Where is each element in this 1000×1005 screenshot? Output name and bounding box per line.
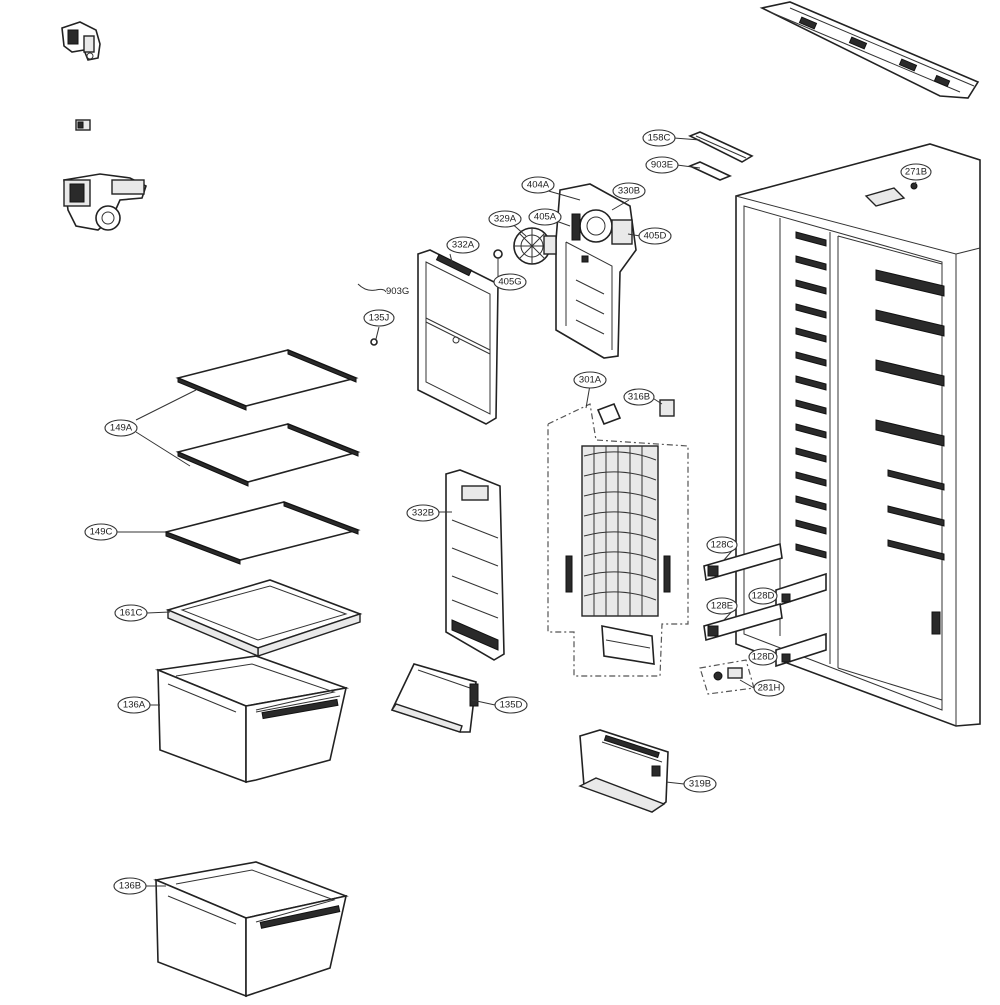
shelf-part-149a-2 (175, 423, 361, 487)
callout-301a: 301A (573, 371, 607, 389)
svg-text:405G: 405G (498, 277, 521, 288)
fan-housing-part-319b (578, 729, 669, 813)
callout-135d: 135D (494, 696, 528, 714)
svg-text:128D: 128D (752, 591, 775, 602)
svg-text:128D: 128D (752, 652, 775, 663)
svg-text:405A: 405A (534, 212, 557, 223)
callout-136b: 136B (113, 877, 147, 895)
callout-281h: 281H (753, 679, 785, 697)
callout-128c: 128C (706, 536, 738, 554)
svg-text:128C: 128C (711, 540, 734, 551)
callout-128d-lower: 128D (748, 648, 778, 666)
svg-text:405D: 405D (644, 231, 667, 242)
part-158c (688, 131, 754, 163)
callout-332a: 332A (446, 236, 480, 254)
screw-part-135j (370, 338, 378, 346)
freezer-shelf-slots (795, 231, 827, 559)
slide-rail-part-128c (703, 542, 783, 582)
svg-text:149A: 149A (110, 423, 133, 434)
water-valve-part (63, 173, 147, 231)
icemaker-housing-part (555, 183, 637, 359)
svg-text:332A: 332A (452, 240, 475, 251)
callout-128d-upper: 128D (748, 587, 778, 605)
wire-part-903g (357, 283, 387, 293)
callout-330b: 330B (612, 182, 646, 200)
svg-text:161C: 161C (120, 608, 143, 619)
shelf-part-149c (163, 501, 361, 565)
auger-motor-part-329a (513, 227, 557, 265)
slide-rail-part-128e (703, 602, 783, 642)
svg-text:136B: 136B (119, 881, 141, 892)
svg-text:319B: 319B (689, 779, 711, 790)
panel-part-332b (445, 469, 505, 661)
svg-text:332B: 332B (412, 508, 434, 519)
callout-332b: 332B (406, 504, 440, 522)
crisper-cover-part-161c (165, 579, 363, 658)
callout-319b: 319B (683, 775, 717, 793)
frame-part-332a (417, 249, 499, 425)
svg-text:404A: 404A (527, 180, 550, 191)
svg-text:271B: 271B (905, 167, 927, 178)
callout-271b: 271B (900, 163, 932, 181)
svg-text:135D: 135D (500, 700, 523, 711)
callout-158c: 158C (642, 129, 676, 147)
fresh-food-shelf-slots (875, 269, 945, 561)
callout-128e: 128E (706, 597, 738, 615)
callout-149c: 149C (84, 523, 118, 541)
callout-329a: 329A (488, 210, 522, 228)
refrigerator-cabinet (735, 143, 981, 727)
callout-161c: 161C (114, 604, 148, 622)
callout-404a: 404A (521, 176, 555, 194)
svg-text:135J: 135J (369, 313, 390, 324)
svg-text:330B: 330B (618, 186, 640, 197)
svg-text:329A: 329A (494, 214, 517, 225)
callout-903g: 903G (386, 286, 409, 297)
shelf-part-149a-1 (175, 349, 359, 411)
top-rail-part (759, 1, 980, 99)
svg-text:281H: 281H (758, 683, 781, 694)
crisper-drawer-part-136a (154, 655, 350, 784)
svg-text:128E: 128E (711, 601, 733, 612)
callout-316b: 316B (623, 388, 655, 406)
evaporator-part-301a (547, 402, 689, 677)
callout-405g: 405G (493, 273, 527, 291)
callout-405d: 405D (638, 227, 672, 245)
svg-text:136A: 136A (123, 700, 146, 711)
slide-rail-part-128d-upper (775, 572, 827, 608)
callout-149a: 149A (104, 419, 138, 437)
callout-135j: 135J (363, 309, 395, 327)
small-gear-part-405g (493, 249, 503, 259)
clip-part (75, 119, 91, 131)
part-903e (687, 161, 733, 181)
svg-text:903E: 903E (651, 160, 673, 171)
callout-405a: 405A (528, 208, 562, 226)
duct-part-135d (390, 663, 479, 733)
svg-text:149C: 149C (90, 527, 113, 538)
svg-text:316B: 316B (628, 392, 650, 403)
part-316b (659, 399, 675, 417)
svg-text:301A: 301A (579, 375, 602, 386)
svg-text:903G: 903G (386, 286, 409, 297)
svg-text:158C: 158C (648, 133, 671, 144)
bracket-part-281h (699, 659, 755, 695)
callout-903e: 903E (645, 156, 679, 174)
valve-bracket-part (61, 21, 101, 61)
crisper-drawer-part-136b (153, 861, 349, 998)
callout-136a: 136A (117, 696, 151, 714)
